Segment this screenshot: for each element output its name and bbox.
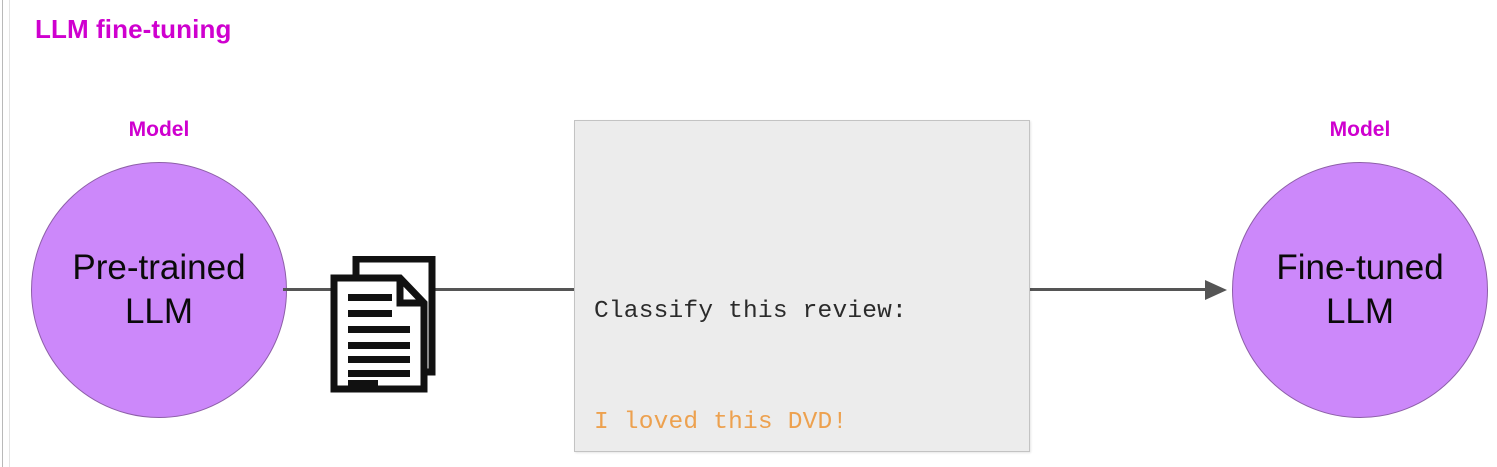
documents-icon (330, 255, 436, 393)
right-node-text: Fine-tuned LLM (1276, 246, 1443, 334)
left-node-text-line1: Pre-trained (72, 247, 246, 287)
right-model-label: Model (1329, 118, 1391, 141)
right-node-text-line1: Fine-tuned (1276, 247, 1444, 287)
left-node-text-line2: LLM (124, 292, 194, 331)
slide-edge-line (2, 0, 3, 467)
connector-prompt-box-to-circle (1028, 288, 1210, 291)
example-1: Classify this review: I loved this DVD! … (594, 219, 1029, 467)
connector-documents-to-prompt-box (428, 288, 578, 291)
example-1-instruction: Classify this review: (594, 298, 907, 325)
left-model-label: Model (128, 118, 190, 141)
prompt-examples-box: Classify this review: I loved this DVD! … (574, 120, 1030, 452)
arrow-head-icon (1205, 280, 1227, 300)
slide-edge-line-inner (9, 0, 10, 467)
connector-circle-to-documents (283, 288, 343, 291)
page-title: LLM fine-tuning (35, 14, 232, 44)
right-node-text-line2: LLM (1325, 292, 1395, 331)
left-node-text: Pre-trained LLM (72, 246, 245, 334)
prompt-text-content: Classify this review: I loved this DVD! … (575, 121, 1029, 467)
pre-trained-llm-node[interactable]: Pre-trained LLM (31, 162, 287, 418)
example-1-review: I loved this DVD! (594, 409, 848, 436)
fine-tuned-llm-node[interactable]: Fine-tuned LLM (1232, 162, 1488, 418)
